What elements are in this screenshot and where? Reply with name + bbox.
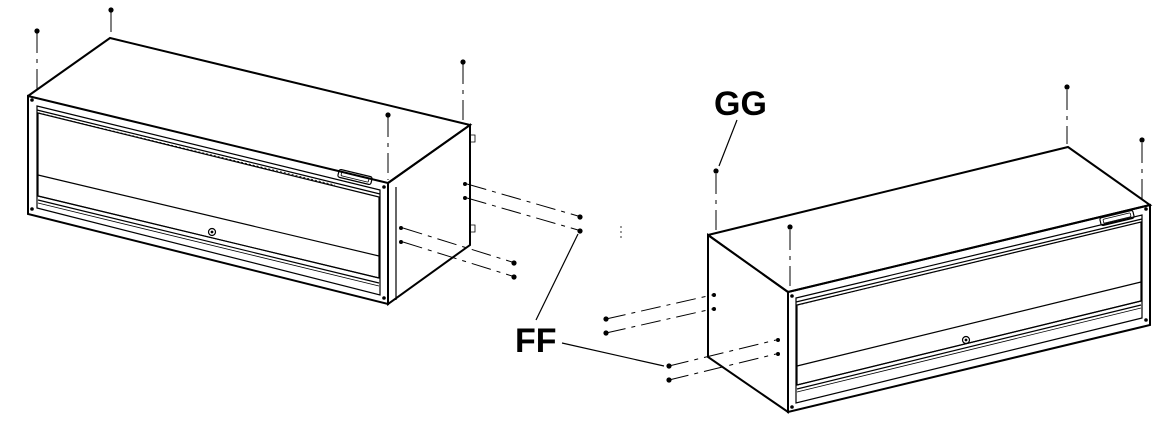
callout-ff-leader-upper xyxy=(535,233,579,321)
right-cabinet-lock xyxy=(961,335,971,345)
right-cabinet-handle xyxy=(1099,209,1135,227)
right-cabinet-top-screws xyxy=(713,84,1145,289)
left-cabinet-front-frame xyxy=(27,94,389,306)
right-cabinet-front-inner xyxy=(795,214,1143,404)
callout-label-ff: FF xyxy=(515,322,557,360)
callout-gg-leader xyxy=(718,119,738,167)
right-cabinet-front-frame xyxy=(787,203,1151,414)
left-cabinet-handle xyxy=(337,168,373,186)
left-cabinet xyxy=(27,36,476,306)
left-cabinet-top-screws xyxy=(34,7,466,180)
left-cabinet-door xyxy=(37,112,380,279)
left-cabinet-front-inner xyxy=(36,105,381,296)
left-cabinet-top xyxy=(27,36,473,184)
left-cabinet-side xyxy=(387,123,471,306)
right-cabinet xyxy=(707,145,1153,414)
right-cabinet-side xyxy=(707,233,789,414)
left-cabinet-lock xyxy=(207,227,217,237)
callout-ff-leader-lower xyxy=(561,342,665,367)
callout-gg: GG xyxy=(714,85,767,167)
callout-ff: FF xyxy=(515,233,665,367)
callout-label-gg: GG xyxy=(714,85,767,123)
right-cabinet-side-bolts xyxy=(603,294,777,383)
left-cabinet-side-bolts xyxy=(402,183,622,280)
